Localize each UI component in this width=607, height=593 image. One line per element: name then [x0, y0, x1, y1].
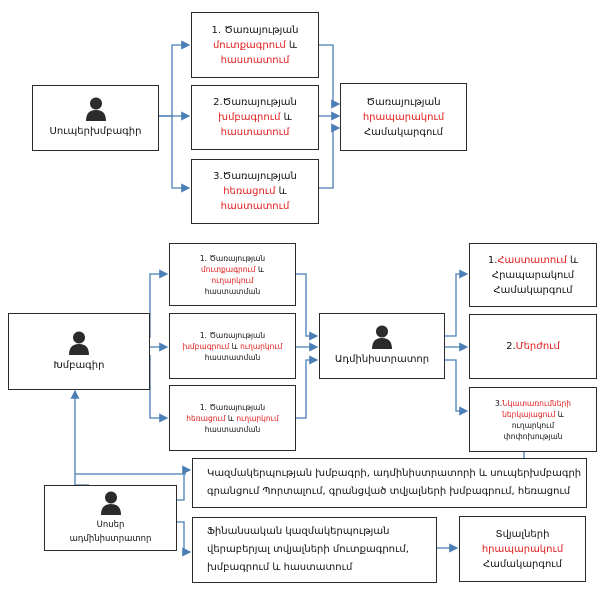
admin-node: Ադմինիստրատոր	[319, 313, 445, 379]
action-verb: հեռացում	[186, 413, 226, 423]
action-title: 2.Ծառայության	[213, 97, 297, 108]
result-line-1: Ծառայության	[366, 96, 441, 108]
action-verb: խմբագրում	[218, 112, 281, 123]
editor-label: Խմբագիր	[53, 359, 105, 371]
publish-line-1: Տվյալների	[495, 528, 550, 540]
admin-label: Ադմինիստրատոր	[334, 354, 430, 365]
conjunction: և	[566, 254, 579, 266]
super-editor-node: Սուպերխմբագիր	[32, 85, 159, 151]
conjunction: և	[285, 39, 298, 51]
note-line-1: Կազմակերպության խմբագրի, ադմինիստրատորի …	[207, 468, 582, 479]
result-line-4: փոփոխության	[503, 431, 563, 441]
result-verb: Մերժում	[515, 341, 560, 352]
admin-result-3: 3.Նկատառումների ներկայացում և ուղարկում …	[469, 387, 597, 452]
user-icon	[372, 325, 392, 349]
action-title: 1. Ծառայության	[199, 330, 266, 340]
result-verb: Նկատառումների	[502, 398, 571, 408]
result-line-3: ուղարկում	[511, 420, 555, 430]
system-admin-label-1: Սոսեր	[96, 519, 125, 530]
admin-result-1: 1.Հաստատում և Հրապարակում Համակարգում	[469, 243, 597, 307]
note-line-2: գրանցում Պորտալում, գրանցված տվյալների խ…	[207, 486, 571, 497]
editor-node: Խմբագիր	[8, 313, 150, 390]
user-icon	[100, 491, 121, 515]
note-line-2: վերաբերյալ տվյալների մուտքագրում,	[207, 544, 409, 555]
admin-result-2: 2.Մերժում	[469, 314, 597, 379]
data-publish-node: Տվյալների հրապարակում Համակարգում	[459, 516, 586, 582]
result-number: 2.	[506, 341, 516, 352]
editor-action-3: 1. Ծառայության հեռացում և ուղարկում հաստ…	[169, 385, 296, 451]
financial-data-note: Ֆինանսական կազմակերպության վերաբերյալ տվ…	[192, 517, 437, 583]
result-verb-2: ներկայացում	[502, 409, 556, 419]
system-admin-label-2: ադմինիստրատոր	[69, 533, 152, 544]
action-title: 1. Ծառայության	[211, 24, 299, 36]
result-line-2: հրապարակում	[362, 111, 445, 123]
top-result-node: Ծառայության հրապարակում Համակարգում	[340, 83, 467, 151]
action-send: ուղարկում	[236, 413, 279, 423]
action-approval: հաստատման	[204, 352, 261, 362]
org-registration-note: Կազմակերպության խմբագրի, ադմինիստրատորի …	[192, 458, 587, 508]
user-icon	[85, 97, 106, 121]
result-line-2: Հրապարակում	[491, 269, 575, 281]
conjunction: և	[555, 409, 564, 419]
note-line-3: խմբագրում և հաստատում	[207, 562, 353, 573]
conjunction: և	[275, 186, 287, 197]
editor-action-1: 1. Ծառայության մուտքագրում և ուղարկում հ…	[169, 243, 296, 306]
action-verb: հեռացում	[223, 186, 276, 197]
result-number: 1.	[487, 254, 498, 266]
result-line-3: Համակարգում	[364, 126, 443, 138]
result-line-3: Համակարգում	[493, 284, 573, 296]
action-send: ուղարկում	[211, 275, 254, 285]
action-approval: հաստատման	[204, 424, 261, 434]
result-verb: Հաստատում	[497, 254, 567, 266]
action-approve: հաստատում	[220, 127, 290, 138]
result-number: 3.	[495, 398, 503, 408]
action-verb: խմբագրում	[182, 341, 230, 351]
conjunction: և	[225, 413, 237, 423]
action-title: 1. Ծառայության	[199, 402, 266, 412]
action-approve: հաստատում	[220, 54, 290, 66]
action-send: ուղարկում	[240, 341, 283, 351]
action-title: 1. Ծառայության	[199, 253, 266, 263]
conjunction: և	[280, 112, 292, 123]
conjunction: և	[229, 341, 241, 351]
action-verb: մուտքագրում	[200, 264, 256, 274]
editor-action-2: 1. Ծառայության խմբագրում և ուղարկում հաս…	[169, 313, 296, 379]
action-approval: հաստատման	[204, 286, 261, 296]
publish-line-3: Համակարգում	[483, 558, 562, 570]
action-title: 3.Ծառայության	[213, 171, 297, 182]
action-verb: մուտքագրում	[212, 39, 286, 51]
note-line-1: Ֆինանսական կազմակերպության	[207, 526, 390, 537]
top-action-3: 3.Ծառայության հեռացում և հաստատում	[191, 159, 319, 224]
user-icon	[69, 331, 89, 355]
system-admin-node: Սոսեր ադմինիստրատոր	[44, 485, 177, 551]
action-approve: հաստատում	[220, 201, 290, 212]
top-action-2: 2.Ծառայության խմբագրում և հաստատում	[191, 85, 319, 150]
conjunction: և	[255, 264, 265, 274]
publish-line-2: հրապարակում	[481, 543, 564, 555]
super-editor-label: Սուպերխմբագիր	[49, 126, 142, 137]
top-action-1: 1. Ծառայության մուտքագրում և հաստատում	[191, 12, 319, 78]
